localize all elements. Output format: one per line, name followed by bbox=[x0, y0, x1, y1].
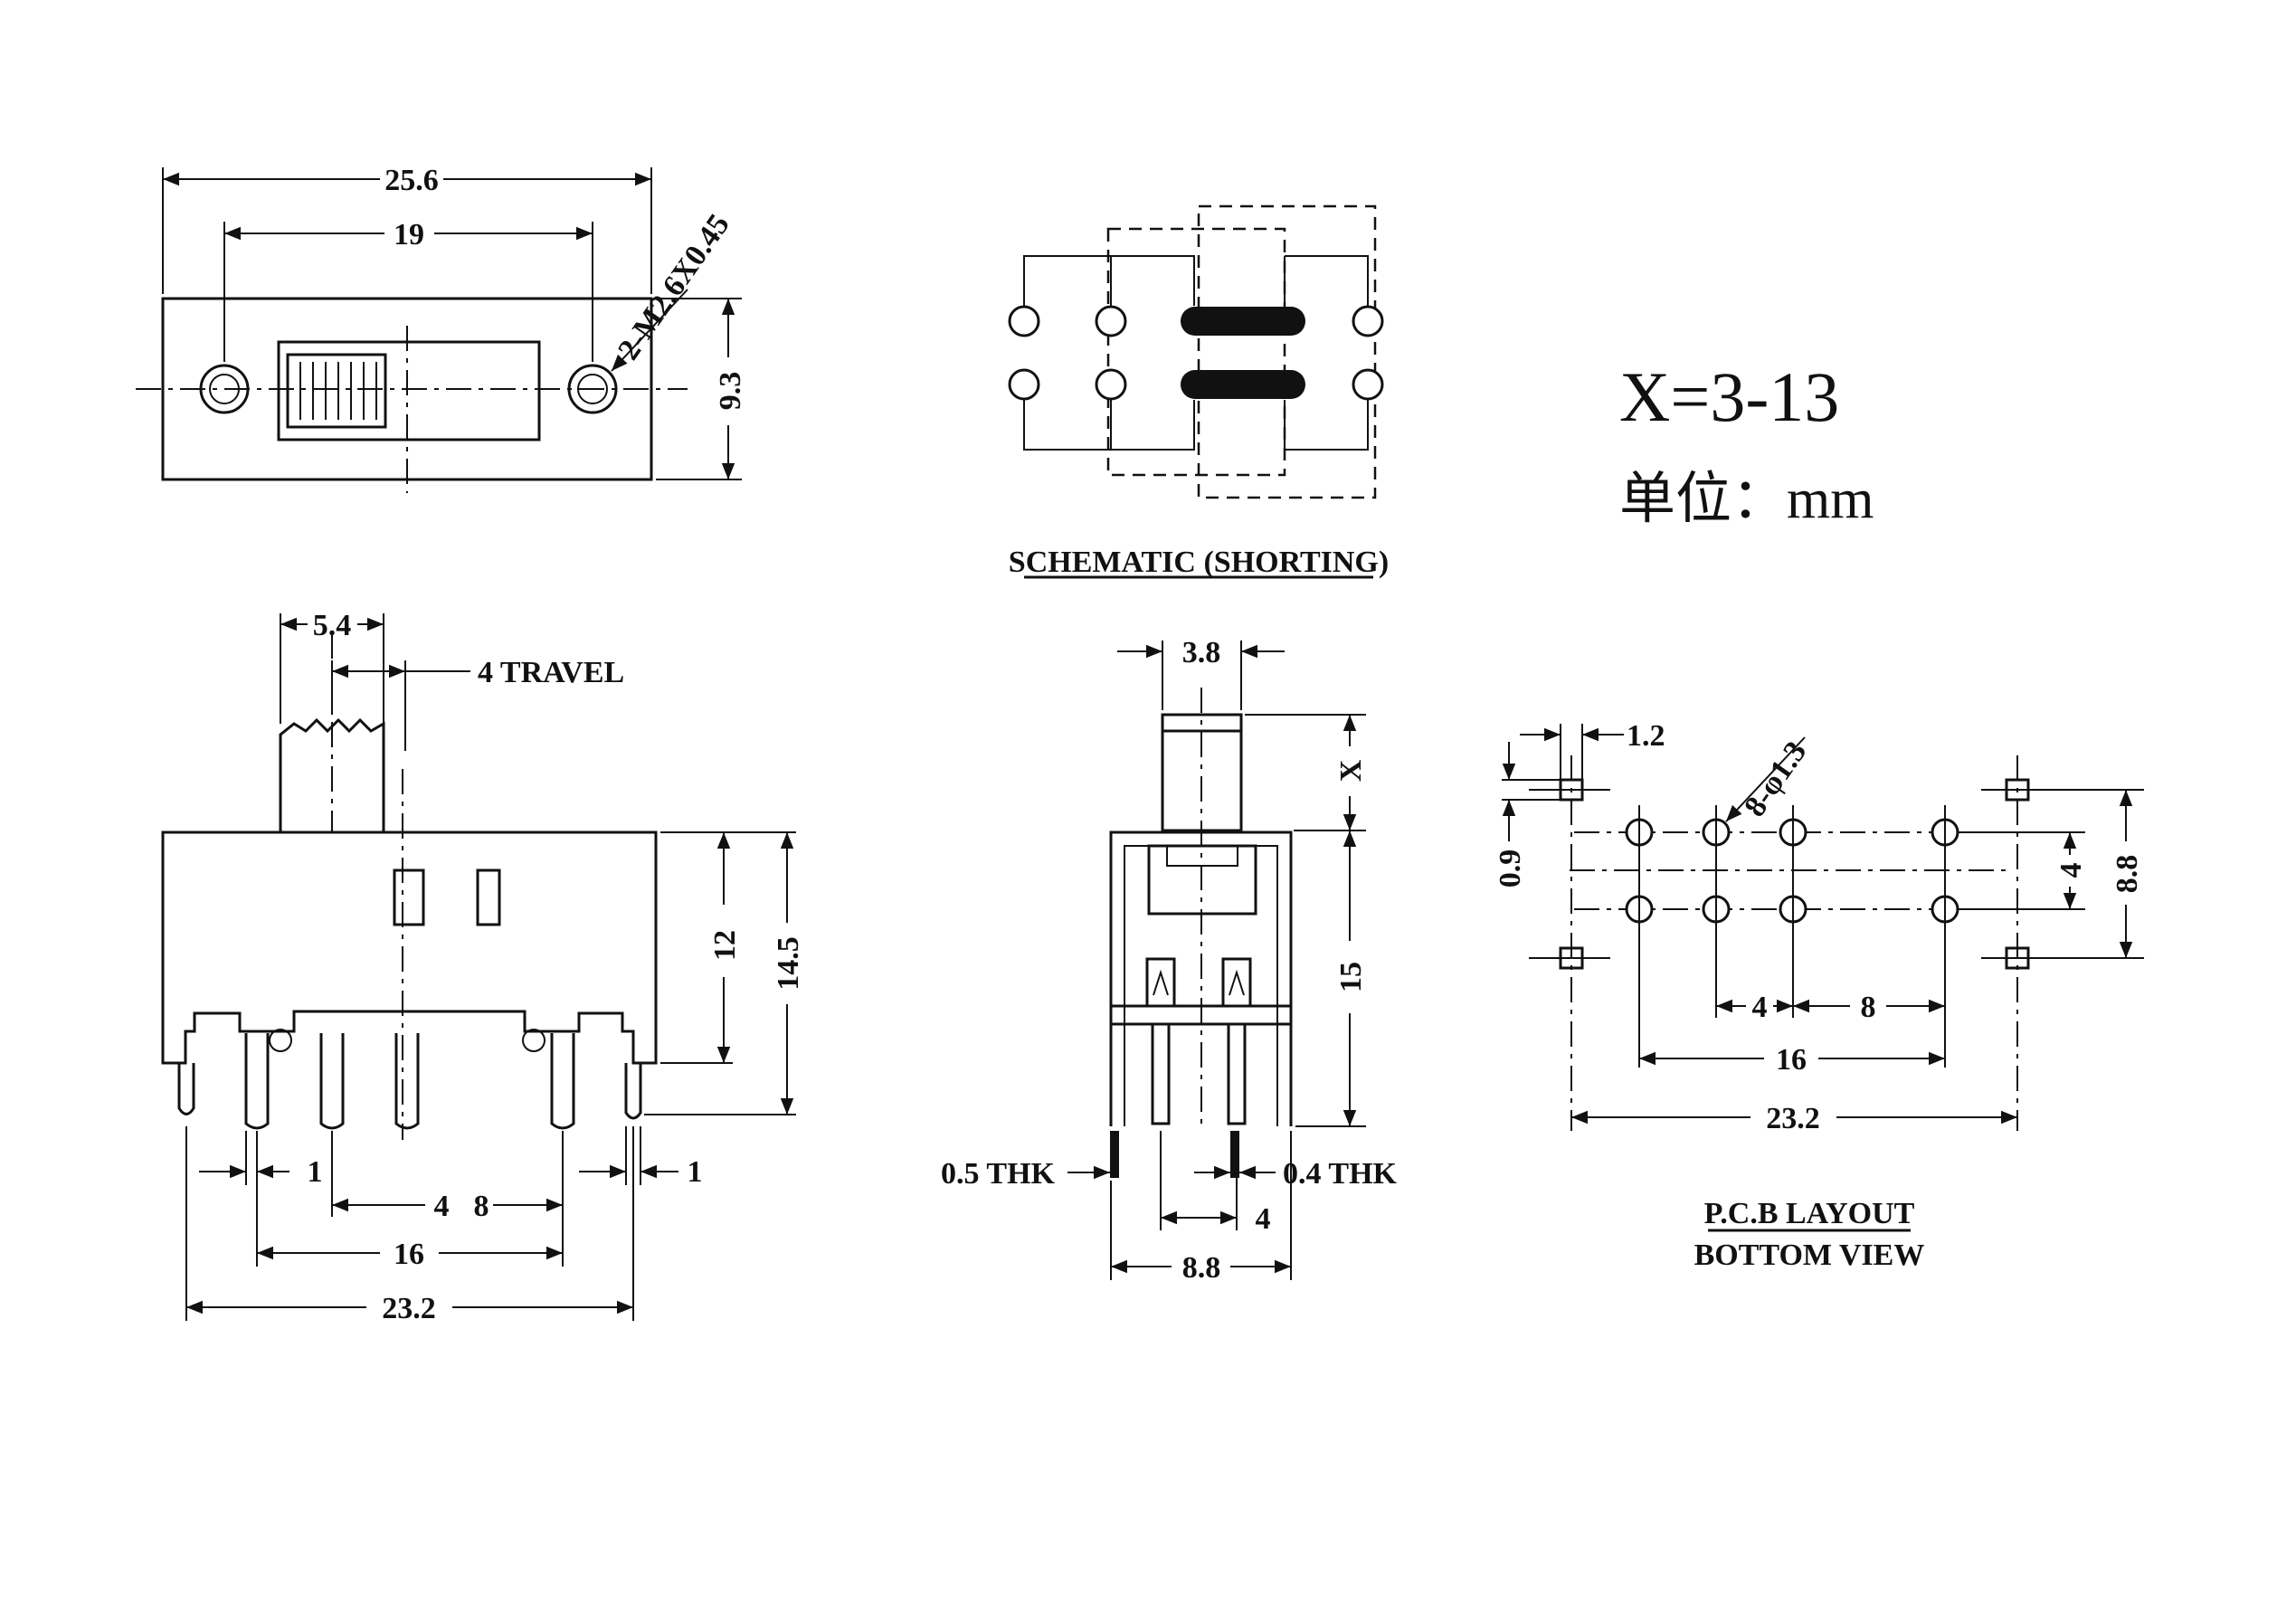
end-view: 3.8 X 15 0.5 THK 0.4 THK 4 8.8 bbox=[941, 636, 1398, 1285]
pcb-caption-line2: BOTTOM VIEW bbox=[1694, 1239, 1925, 1272]
x-range-note: X=3-13 bbox=[1619, 357, 1839, 436]
dim-1-left: 1 bbox=[308, 1155, 323, 1189]
note: X=3-13 单位： mm bbox=[1619, 357, 1874, 530]
dim-pcb-16: 16 bbox=[1776, 1043, 1807, 1077]
dim-m2-6-holes: 2-M2.6X0.45 bbox=[612, 208, 736, 365]
dim-pcb-23-2: 23.2 bbox=[1766, 1102, 1820, 1135]
thk-05-mark bbox=[1110, 1131, 1119, 1178]
dim-25-6: 25.6 bbox=[384, 164, 439, 197]
schematic-dashed-box-2 bbox=[1197, 204, 1377, 499]
top-view-actuator bbox=[286, 353, 387, 429]
dim-5-4: 5.4 bbox=[313, 609, 352, 642]
pcb-mount-slots bbox=[1559, 778, 2030, 970]
dim-side-4: 4 bbox=[434, 1190, 450, 1223]
body-window-1 bbox=[393, 868, 425, 926]
dim-travel: 4 TRAVEL bbox=[478, 656, 624, 689]
dim-pcb-8: 8 bbox=[1861, 991, 1876, 1024]
dim-15: 15 bbox=[1334, 962, 1368, 992]
thk-04-mark bbox=[1230, 1131, 1239, 1178]
actuator-ribs bbox=[299, 362, 377, 420]
schematic-contact-1 bbox=[1181, 307, 1305, 336]
schematic-contact-2 bbox=[1181, 370, 1305, 399]
end-view-pin-1 bbox=[1151, 1022, 1171, 1125]
end-view-pin-2 bbox=[1227, 1022, 1247, 1125]
dim-14-5: 14.5 bbox=[772, 936, 805, 991]
schematic-caption: SCHEMATIC (SHORTING) bbox=[1009, 546, 1389, 579]
dim-19: 19 bbox=[394, 218, 424, 252]
unit-value: mm bbox=[1787, 469, 1874, 530]
dim-pcb-holes: 8-φ1.3 bbox=[1738, 736, 1813, 823]
dim-pcb-1-2: 1.2 bbox=[1627, 719, 1665, 753]
dim-1-right: 1 bbox=[688, 1155, 703, 1189]
dim-9-3: 9.3 bbox=[714, 372, 747, 411]
dim-pcb-8-8: 8.8 bbox=[2111, 855, 2144, 894]
side-view-body bbox=[161, 830, 658, 1065]
dim-end-8-8: 8.8 bbox=[1182, 1251, 1221, 1285]
dim-04-thk: 0.4 THK bbox=[1283, 1157, 1398, 1191]
top-view-slot bbox=[277, 340, 541, 441]
dim-side-8: 8 bbox=[474, 1190, 489, 1223]
pcb-caption-line1: P.C.B LAYOUT bbox=[1704, 1197, 1915, 1230]
schematic: SCHEMATIC (SHORTING) bbox=[1008, 204, 1389, 579]
dim-side-16: 16 bbox=[394, 1238, 424, 1271]
schematic-dashed-box-1 bbox=[1106, 227, 1286, 477]
dim-end-4: 4 bbox=[1256, 1202, 1271, 1236]
side-view: 5.4 4 TRAVEL 12 14.5 1 1 bbox=[161, 609, 805, 1325]
dim-x: X bbox=[1334, 759, 1368, 782]
side-view-pins bbox=[177, 1033, 642, 1130]
top-view: 25.6 19 9.3 2-M2.6X0.45 bbox=[136, 164, 747, 493]
dim-12: 12 bbox=[708, 930, 742, 961]
dim-pcb-4: 4 bbox=[1752, 991, 1768, 1024]
dim-3-8: 3.8 bbox=[1182, 636, 1221, 669]
dim-pcb-4-vertical: 4 bbox=[2054, 863, 2088, 878]
dim-side-23-2: 23.2 bbox=[382, 1292, 436, 1325]
pcb-layout: 1.2 8-φ1.3 0.9 4 8.8 4 8 16 bbox=[1494, 719, 2144, 1272]
dim-pcb-0-9: 0.9 bbox=[1494, 849, 1527, 888]
body-window-2 bbox=[476, 868, 501, 926]
unit-label: 单位： bbox=[1619, 469, 1788, 530]
dim-05-thk: 0.5 THK bbox=[941, 1157, 1056, 1191]
